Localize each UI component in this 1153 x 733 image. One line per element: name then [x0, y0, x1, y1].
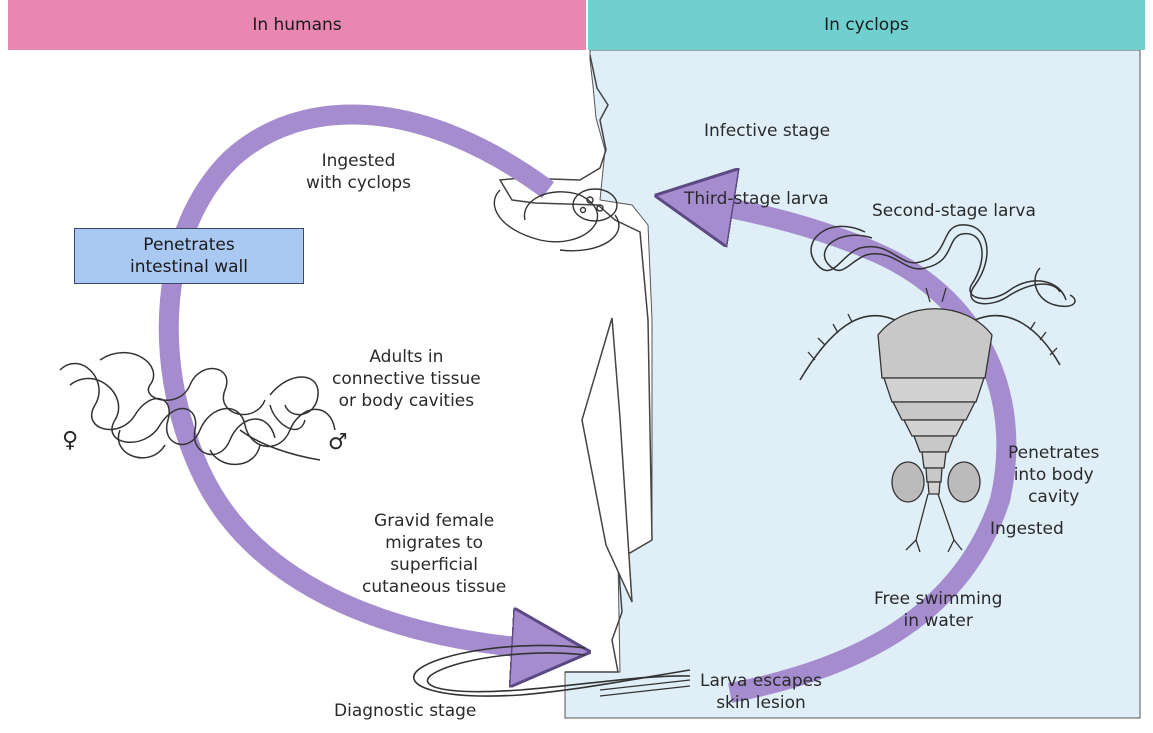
label-adults: Adults in connective tissue or body cavi… [332, 346, 481, 412]
label-free-swimming: Free swimming in water [874, 588, 1002, 632]
header-in-humans: In humans [8, 0, 586, 50]
label-second-stage-larva: Second-stage larva [872, 200, 1036, 222]
penetrates-intestinal-wall-box: Penetrates intestinal wall [74, 228, 304, 284]
label-penetrates-body-cavity: Penetrates into body cavity [1008, 442, 1099, 508]
male-symbol: ♂ [328, 432, 348, 454]
label-third-stage-larva: Third-stage larva [684, 188, 829, 210]
label-ingested: Ingested [990, 518, 1064, 540]
header-in-cyclops-label: In cyclops [824, 15, 909, 35]
label-infective-stage: Infective stage [704, 120, 830, 142]
label-diagnostic-stage: Diagnostic stage [334, 700, 476, 722]
label-ingested-with-cyclops: Ingested with cyclops [306, 150, 411, 194]
arm-outline [582, 318, 632, 602]
label-larva-escapes: Larva escapes skin lesion [700, 670, 822, 714]
header-in-cyclops: In cyclops [588, 0, 1145, 50]
cyclops-panel [565, 50, 1140, 718]
adult-worms-icon [60, 353, 335, 465]
female-symbol: ♀ [62, 430, 78, 452]
header-in-humans-label: In humans [252, 15, 341, 35]
label-gravid-female: Gravid female migrates to superficial cu… [362, 510, 506, 598]
